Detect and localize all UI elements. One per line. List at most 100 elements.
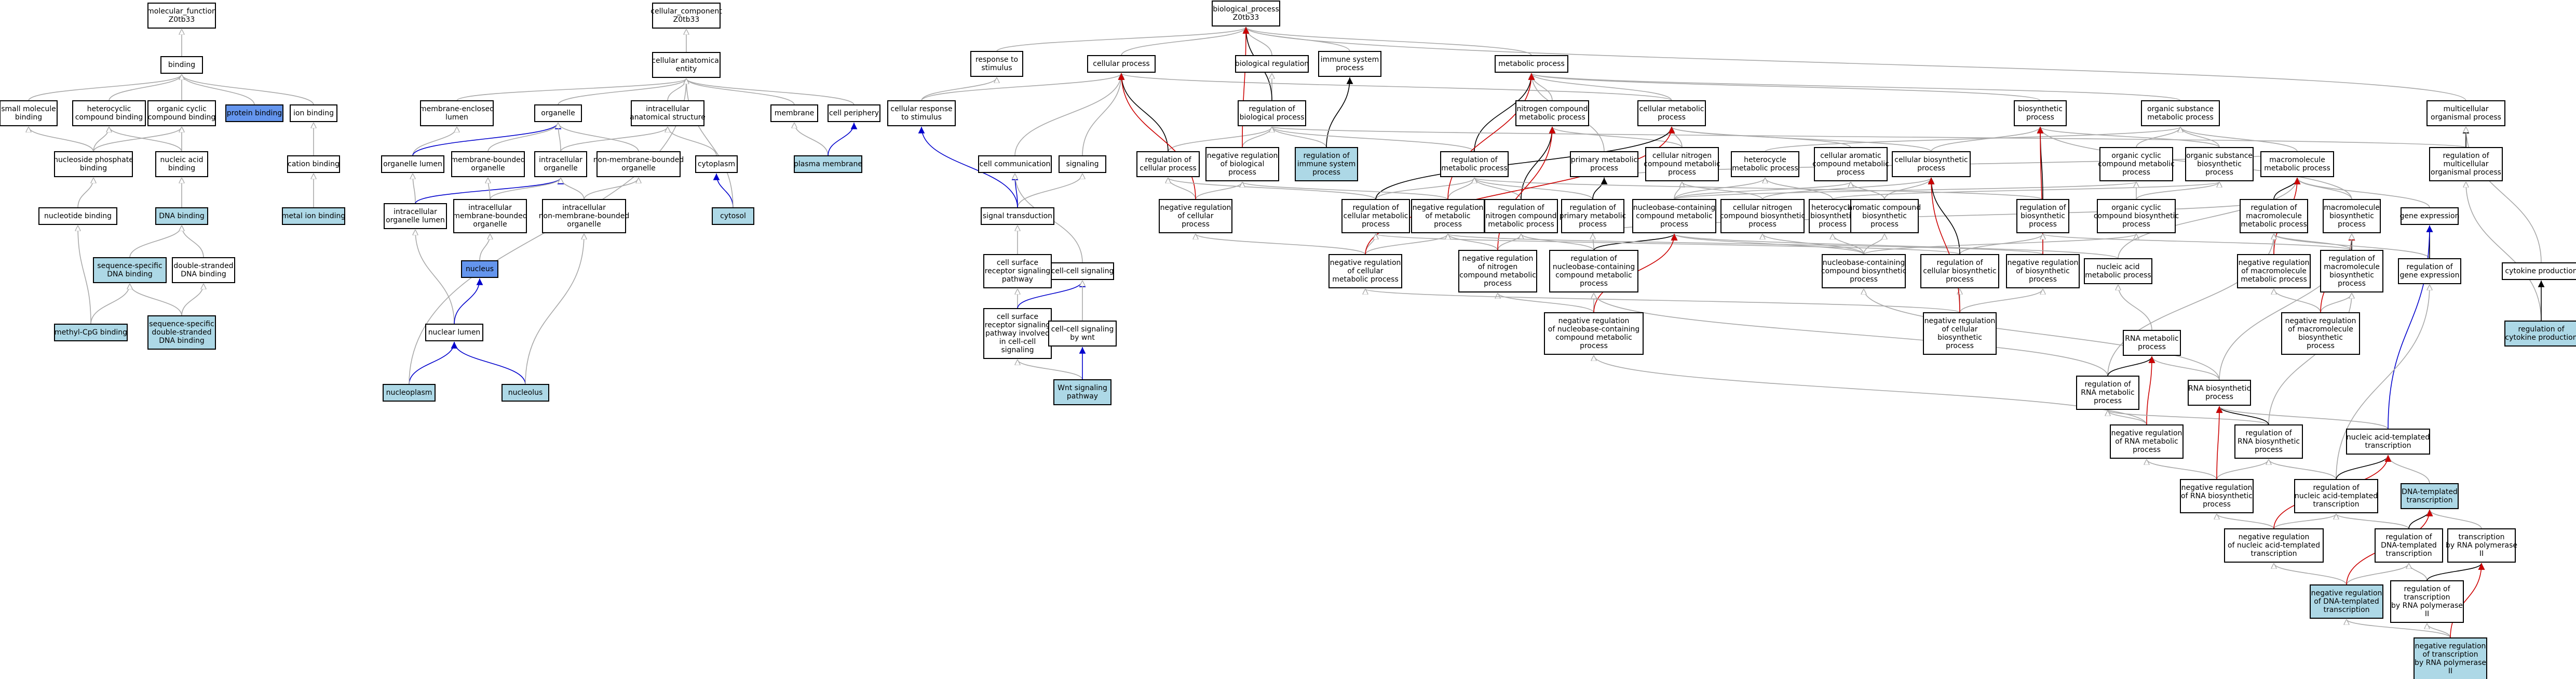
go-term-node[interactable]: DNA binding	[155, 207, 208, 225]
go-term-node[interactable]: nucleus	[461, 260, 498, 278]
go-term-node[interactable]: cell-cell signaling	[1051, 262, 1114, 280]
go-term-node[interactable]: regulation ofnucleobase-containingcompou…	[1549, 250, 1638, 292]
go-term-node[interactable]: metabolic process	[1495, 55, 1568, 73]
go-term-node[interactable]: nuclear lumen	[425, 324, 483, 341]
go-term-node[interactable]: biological regulation	[1235, 55, 1309, 73]
go-term-node[interactable]: methyl-CpG binding	[54, 324, 128, 341]
go-term-node[interactable]: cytokine production	[2502, 262, 2576, 280]
go-term-node[interactable]: plasma membrane	[794, 155, 862, 173]
go-term-node[interactable]: nucleotide binding	[38, 207, 117, 225]
go-term-node[interactable]: binding	[160, 56, 203, 74]
go-term-node[interactable]: cytosol	[712, 207, 754, 225]
go-term-node[interactable]: cation binding	[287, 155, 340, 173]
go-term-node[interactable]: regulation ofmacromoleculebiosyntheticpr…	[2320, 250, 2383, 292]
go-term-node[interactable]: gene expression	[2400, 207, 2460, 225]
go-term-node[interactable]: metal ion binding	[282, 207, 346, 225]
go-term-node[interactable]: nucleoplasm	[383, 384, 436, 402]
go-term-node[interactable]: cell periphery	[828, 104, 880, 122]
go-term-node[interactable]: cytoplasm	[695, 155, 738, 173]
go-term-node[interactable]: signal transduction	[981, 207, 1054, 225]
go-term-node[interactable]: organelle lumen	[381, 155, 444, 173]
go-term-node[interactable]: ion binding	[290, 104, 337, 122]
go-term-node[interactable]: protein binding	[225, 104, 283, 122]
go-term-node[interactable]: organelle	[534, 104, 582, 122]
go-term-node[interactable]: nucleolus	[501, 384, 549, 402]
go-term-node[interactable]: intracellularnon-membrane-boundedorganel…	[539, 199, 630, 233]
go-term-node[interactable]: cellular process	[1087, 55, 1156, 73]
go-term-node[interactable]: cell communication	[978, 155, 1052, 173]
